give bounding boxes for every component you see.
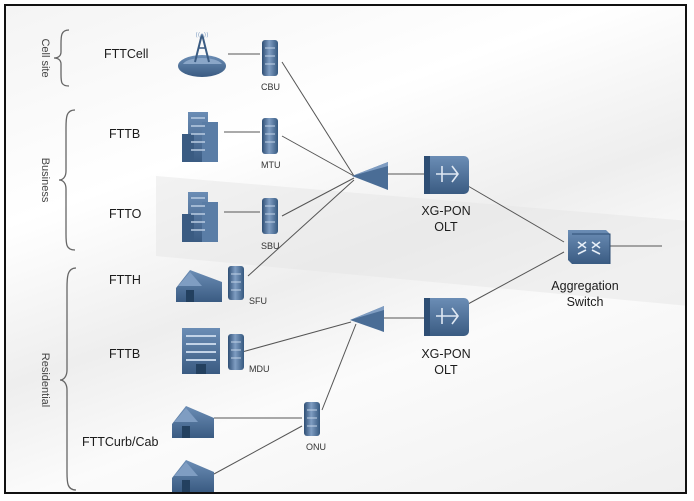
olt-top-line1: XG-PON — [421, 204, 470, 218]
house-icon — [176, 270, 222, 302]
label-fttb-business: FTTB — [109, 127, 140, 141]
group-label-residential: Residential — [39, 353, 51, 407]
mdu-unit-icon — [228, 334, 244, 370]
brace-residential — [59, 267, 77, 491]
office-building-icon — [182, 192, 218, 242]
network-diagram: Cell site Business Residential FTTCell F… — [39, 29, 685, 492]
label-fttcell: FTTCell — [104, 47, 148, 61]
aggregation-line2: Switch — [567, 295, 604, 309]
olt-bottom-line2: OLT — [434, 363, 458, 377]
background-streak — [156, 176, 685, 306]
label-ftto: FTTO — [109, 207, 142, 221]
house-icon — [172, 406, 214, 438]
label-mtu: MTU — [261, 160, 281, 170]
splitter-icon — [350, 306, 384, 332]
sbu-unit-icon — [262, 198, 278, 234]
cell-tower-icon: ((•)) — [178, 32, 226, 77]
label-onu: ONU — [306, 442, 326, 452]
label-fttb-residential: FTTB — [109, 347, 140, 361]
apartment-building-icon — [182, 328, 220, 374]
house-icon — [172, 460, 214, 492]
group-label-cell-site: Cell site — [39, 38, 51, 77]
label-mdu: MDU — [249, 364, 270, 374]
splitter-icon — [352, 162, 388, 190]
mtu-unit-icon — [262, 118, 278, 154]
brace-cell-site — [53, 29, 70, 87]
diagram-frame: Cell site Business Residential FTTCell F… — [4, 4, 687, 494]
label-cbu: CBU — [261, 82, 280, 92]
olt-top-line2: OLT — [434, 220, 458, 234]
connection-lines — [213, 53, 662, 475]
cbu-unit-icon — [262, 40, 278, 76]
office-building-icon — [182, 112, 218, 162]
olt-device-icon — [424, 298, 469, 336]
aggregation-line1: Aggregation — [551, 279, 618, 293]
label-sbu: SBU — [261, 241, 280, 251]
label-ftth: FTTH — [109, 273, 141, 287]
olt-bottom-line1: XG-PON — [421, 347, 470, 361]
olt-device-icon — [424, 156, 469, 194]
sfu-unit-icon — [228, 266, 244, 300]
label-sfu: SFU — [249, 296, 267, 306]
onu-unit-icon — [304, 402, 320, 436]
brace-business — [58, 109, 76, 251]
svg-text:((•)): ((•)) — [196, 32, 209, 39]
label-fttcurb-cab: FTTCurb/Cab — [82, 435, 158, 449]
group-label-business: Business — [39, 158, 51, 203]
aggregation-switch-icon — [568, 230, 611, 264]
